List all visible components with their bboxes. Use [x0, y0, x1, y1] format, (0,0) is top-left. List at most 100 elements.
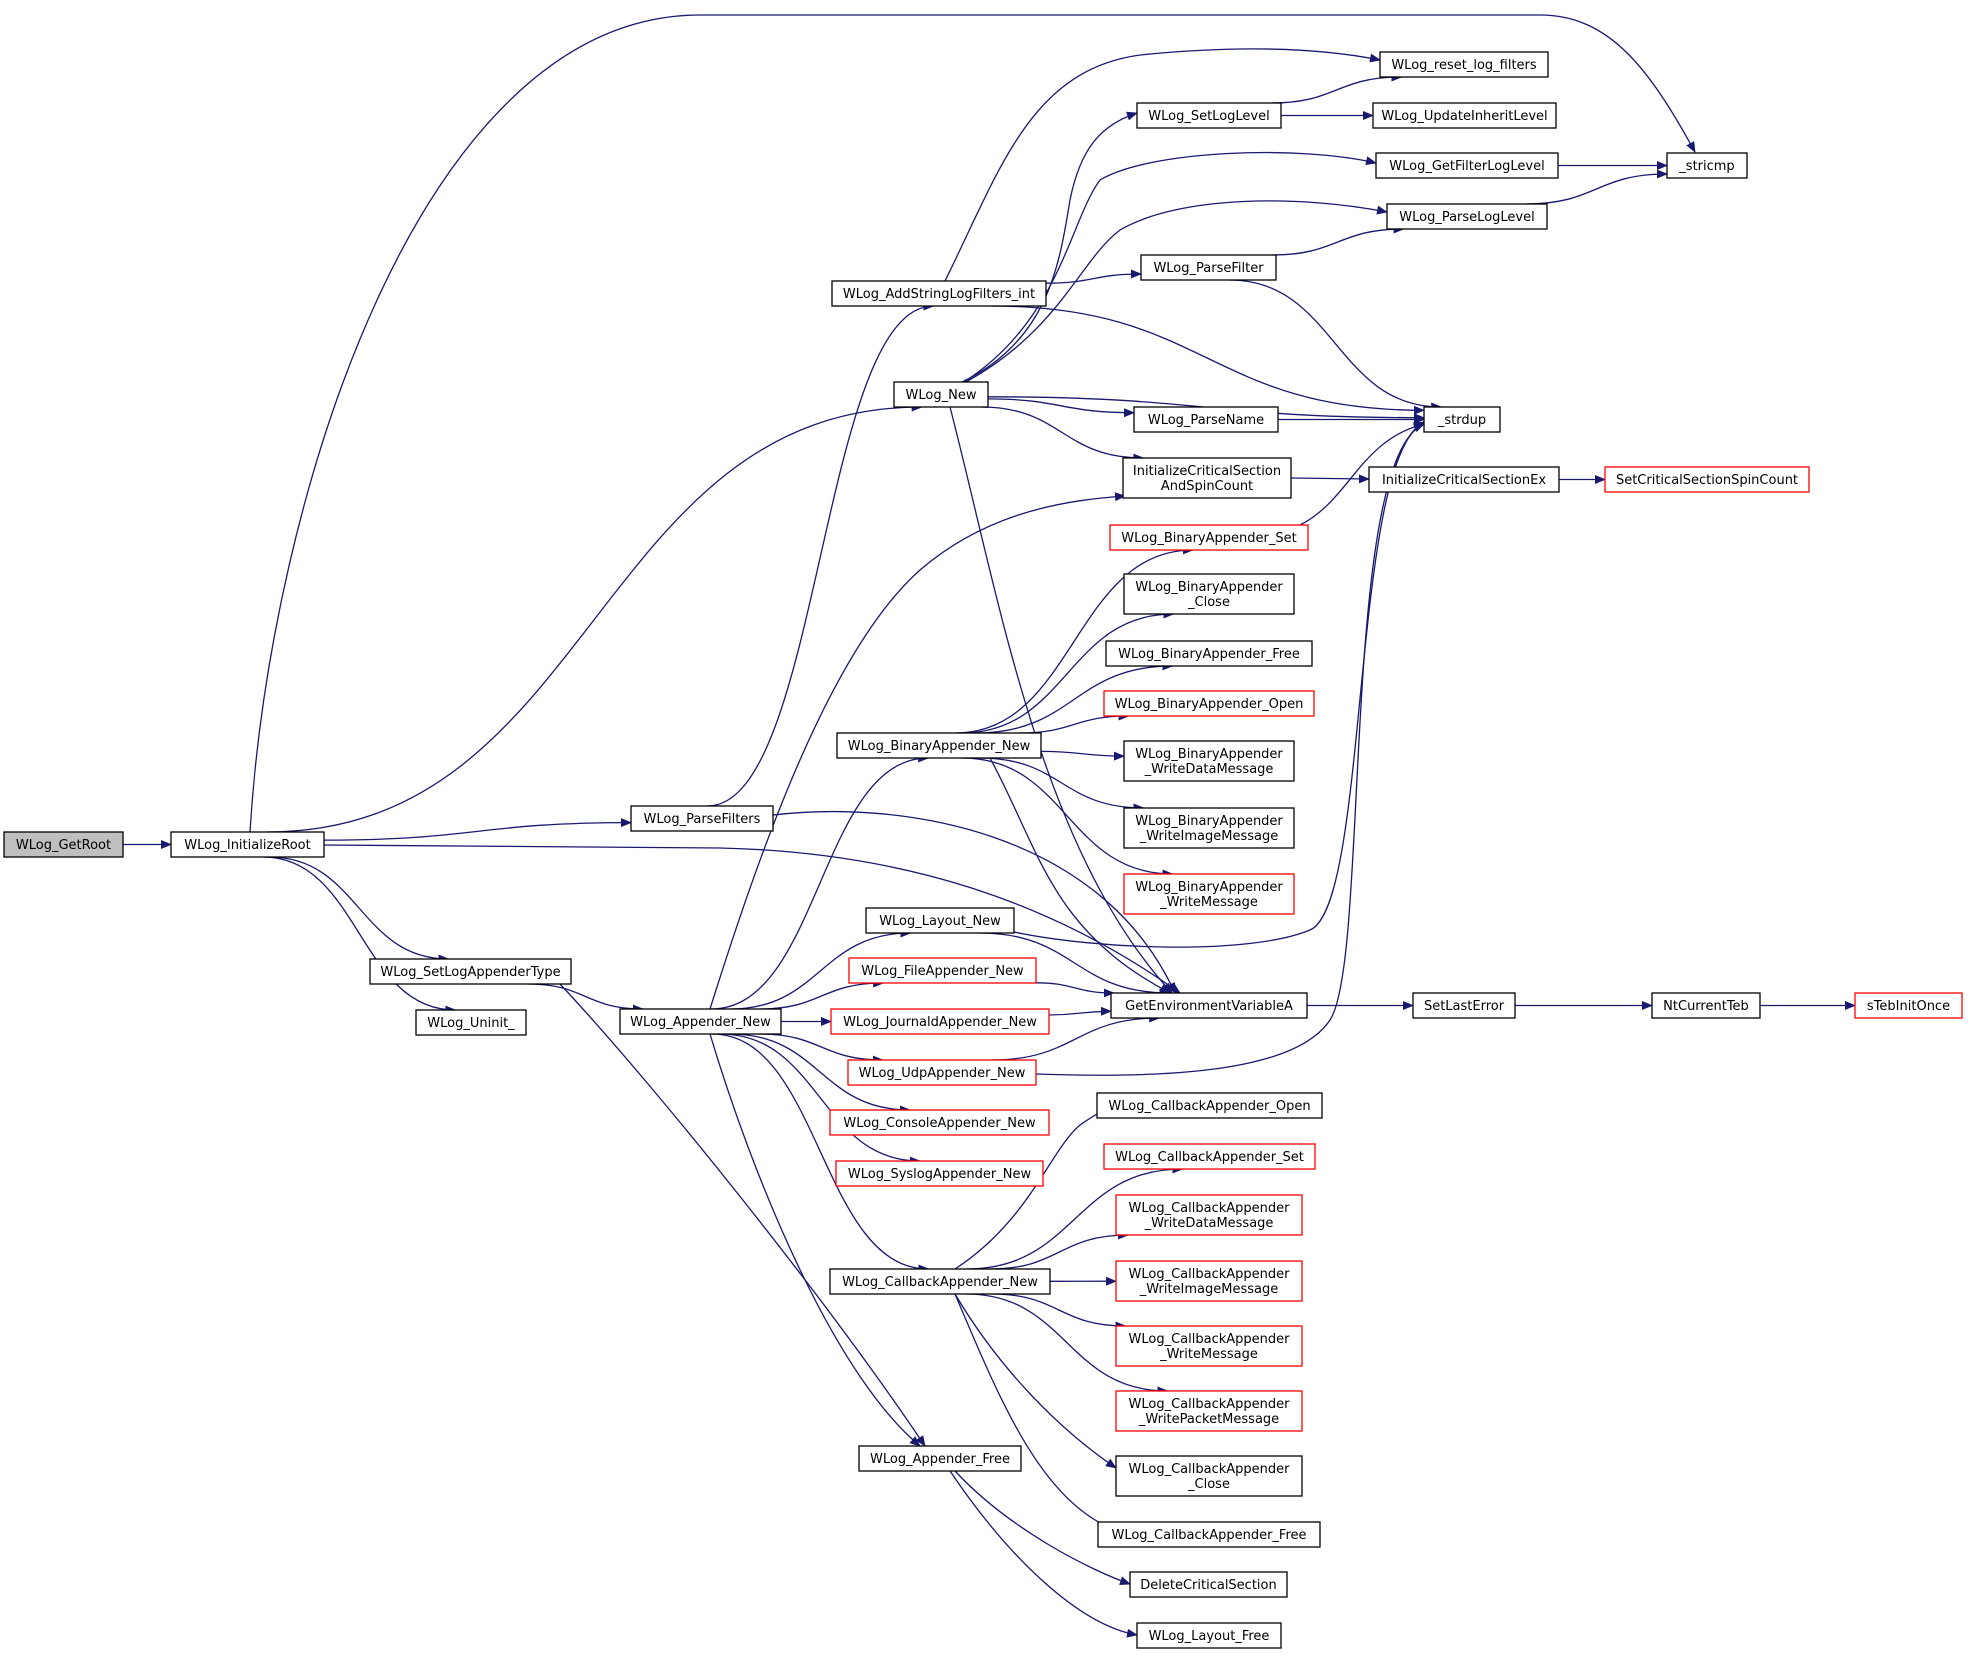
node-setloglevel[interactable]: WLog_SetLogLevel	[1136, 102, 1282, 129]
node-setlasterror[interactable]: SetLastError	[1412, 992, 1516, 1019]
node-stebinitonce[interactable]: sTebInitOnce	[1854, 992, 1963, 1019]
node-resetfilters[interactable]: WLog_reset_log_filters	[1379, 51, 1549, 78]
node-box	[1103, 1143, 1316, 1170]
edge-initroot-to-wlognew	[266, 402, 923, 833]
node-updateinherit[interactable]: WLog_UpdateInheritLevel	[1372, 102, 1557, 129]
node-box	[1140, 254, 1277, 281]
node-consolenew[interactable]: WLog_ConsoleAppender_New	[829, 1109, 1050, 1136]
node-label: GetEnvironmentVariableA	[1125, 999, 1293, 1014]
node-label: _Close	[1187, 595, 1230, 610]
edge-wlognew-to-getenv	[949, 406, 1173, 994]
node-getenv[interactable]: GetEnvironmentVariableA	[1110, 992, 1308, 1019]
node-udpnew[interactable]: WLog_UdpAppender_New	[847, 1059, 1037, 1086]
node-binarynew[interactable]: WLog_BinaryAppender_New	[836, 732, 1042, 759]
node-cbwritedata[interactable]: WLog_CallbackAppender_WriteDataMessage	[1115, 1194, 1303, 1236]
node-cbfree[interactable]: WLog_CallbackAppender_Free	[1097, 1521, 1321, 1548]
nodes-layer: WLog_GetRoot WLog_InitializeRoot WLog_Pars…	[3, 51, 1963, 1649]
node-label: SetLastError	[1424, 999, 1505, 1014]
node-box	[1123, 873, 1295, 915]
node-setcsspin[interactable]: SetCriticalSectionSpinCount	[1604, 466, 1810, 493]
node-deletecs[interactable]: DeleteCriticalSection	[1129, 1571, 1288, 1598]
node-box	[1103, 690, 1315, 717]
node-callbacknew[interactable]: WLog_CallbackAppender_New	[829, 1268, 1051, 1295]
node-box	[1412, 992, 1516, 1019]
node-cbclose[interactable]: WLog_CallbackAppender_Close	[1115, 1455, 1303, 1497]
edge-binarynew-to-binclose	[961, 609, 1175, 734]
node-box	[1096, 1092, 1323, 1119]
edge-callbacknew-to-cbfree	[954, 1293, 1116, 1531]
node-binwritemsg[interactable]: WLog_BinaryAppender_WriteMessage	[1123, 873, 1295, 915]
node-cbwritemsg[interactable]: WLog_CallbackAppender_WriteMessage	[1115, 1325, 1303, 1367]
edge-layoutnew-to-getenv	[979, 932, 1171, 998]
node-appendernew[interactable]: WLog_Appender_New	[619, 1008, 782, 1035]
node-getroot[interactable]: WLog_GetRoot	[3, 831, 124, 858]
edge-appendernew-to-callbacknew	[711, 1033, 930, 1274]
node-setappendertype[interactable]: WLog_SetLogAppenderType	[369, 958, 572, 985]
node-parseloglevel[interactable]: WLog_ParseLogLevel	[1386, 203, 1548, 230]
node-binclose[interactable]: WLog_BinaryAppender_Close	[1123, 573, 1295, 615]
node-strdup[interactable]: _strdup	[1423, 406, 1501, 433]
edge-initroot-to-setappendertype	[269, 856, 450, 964]
node-binwriteimage[interactable]: WLog_BinaryAppender_WriteImageMessage	[1123, 807, 1295, 849]
node-label: _WriteImageMessage	[1139, 829, 1279, 844]
node-ntcurrentteb[interactable]: NtCurrentTeb	[1651, 992, 1761, 1019]
edge-callbacknew-to-cbset	[966, 1164, 1184, 1270]
node-label: WLog_CallbackAppender	[1129, 1332, 1291, 1347]
node-label: _WriteDataMessage	[1144, 762, 1274, 777]
node-syslognew[interactable]: WLog_SyslogAppender_New	[835, 1160, 1044, 1187]
node-parsefilters[interactable]: WLog_ParseFilters	[630, 805, 774, 832]
edge-appendernew-to-udpnew	[759, 1033, 884, 1065]
node-box	[1123, 807, 1295, 849]
node-uninit[interactable]: WLog_Uninit_	[415, 1009, 527, 1036]
node-label: WLog_BinaryAppender	[1135, 580, 1283, 595]
edge-appendernew-to-syslognew	[720, 1033, 921, 1166]
edge-appendernew-to-layoutnew	[730, 928, 912, 1010]
node-addstring[interactable]: WLog_AddStringLogFilters_int	[831, 280, 1047, 307]
node-box	[1136, 1622, 1282, 1649]
node-label: WLog_FileAppender_New	[861, 964, 1024, 979]
node-appenderfree[interactable]: WLog_Appender_Free	[858, 1445, 1022, 1472]
node-box	[1651, 992, 1761, 1019]
node-binset[interactable]: WLog_BinaryAppender_Set	[1109, 524, 1309, 551]
node-getfilterloglevel[interactable]: WLog_GetFilterLogLevel	[1375, 152, 1559, 179]
node-binwritedata[interactable]: WLog_BinaryAppender_WriteDataMessage	[1123, 740, 1295, 782]
node-cbwritepacket[interactable]: WLog_CallbackAppender_WritePacketMessage	[1115, 1390, 1303, 1432]
node-box	[829, 1268, 1051, 1295]
node-binfree[interactable]: WLog_BinaryAppender_Free	[1105, 640, 1313, 667]
node-box	[1123, 573, 1295, 615]
node-box	[1423, 406, 1501, 433]
node-stricmp[interactable]: _stricmp	[1666, 152, 1748, 179]
node-label: WLog_reset_log_filters	[1391, 58, 1537, 73]
node-box	[847, 1059, 1037, 1086]
node-journaldnew[interactable]: WLog_JournaldAppender_New	[830, 1008, 1050, 1035]
node-box	[1110, 992, 1308, 1019]
node-cbwriteimage[interactable]: WLog_CallbackAppender_WriteImageMessage	[1115, 1260, 1303, 1302]
node-label: WLog_JournaldAppender_New	[843, 1015, 1037, 1030]
node-label: WLog_GetRoot	[16, 838, 111, 853]
edge-setloglevel-to-resetfilters	[1271, 72, 1403, 104]
edge-binarynew-to-binwritemsg	[961, 757, 1174, 879]
node-label: sTebInitOnce	[1867, 999, 1950, 1014]
node-cbopen[interactable]: WLog_CallbackAppender_Open	[1096, 1092, 1323, 1119]
node-label: WLog_SetLogLevel	[1148, 109, 1269, 124]
node-layoutnew[interactable]: WLog_Layout_New	[865, 907, 1015, 934]
node-box	[830, 1008, 1050, 1035]
node-box	[1115, 1260, 1303, 1302]
node-initroot[interactable]: WLog_InitializeRoot	[170, 831, 325, 858]
edge-parseloglevel-to-stricmp	[1525, 169, 1668, 205]
node-binopen[interactable]: WLog_BinaryAppender_Open	[1103, 690, 1315, 717]
node-wlognew[interactable]: WLog_New	[893, 381, 989, 408]
node-cbset[interactable]: WLog_CallbackAppender_Set	[1103, 1143, 1316, 1170]
node-label: WLog_ParseFilters	[644, 812, 761, 827]
edge-filenew-to-getenv	[1035, 982, 1115, 998]
node-parsefilter[interactable]: WLog_ParseFilter	[1140, 254, 1277, 281]
node-initcsex[interactable]: InitializeCriticalSectionEx	[1368, 466, 1560, 493]
node-filenew[interactable]: WLog_FileAppender_New	[848, 957, 1037, 984]
node-label: _WriteMessage	[1159, 1347, 1258, 1362]
node-label: WLog_ParseName	[1148, 413, 1264, 428]
edge-initroot-to-getenv	[323, 844, 1181, 994]
node-layoutfree[interactable]: WLog_Layout_Free	[1136, 1622, 1282, 1649]
edge-layoutnew-to-strdup	[1013, 421, 1425, 948]
node-parsename[interactable]: WLog_ParseName	[1133, 406, 1279, 433]
